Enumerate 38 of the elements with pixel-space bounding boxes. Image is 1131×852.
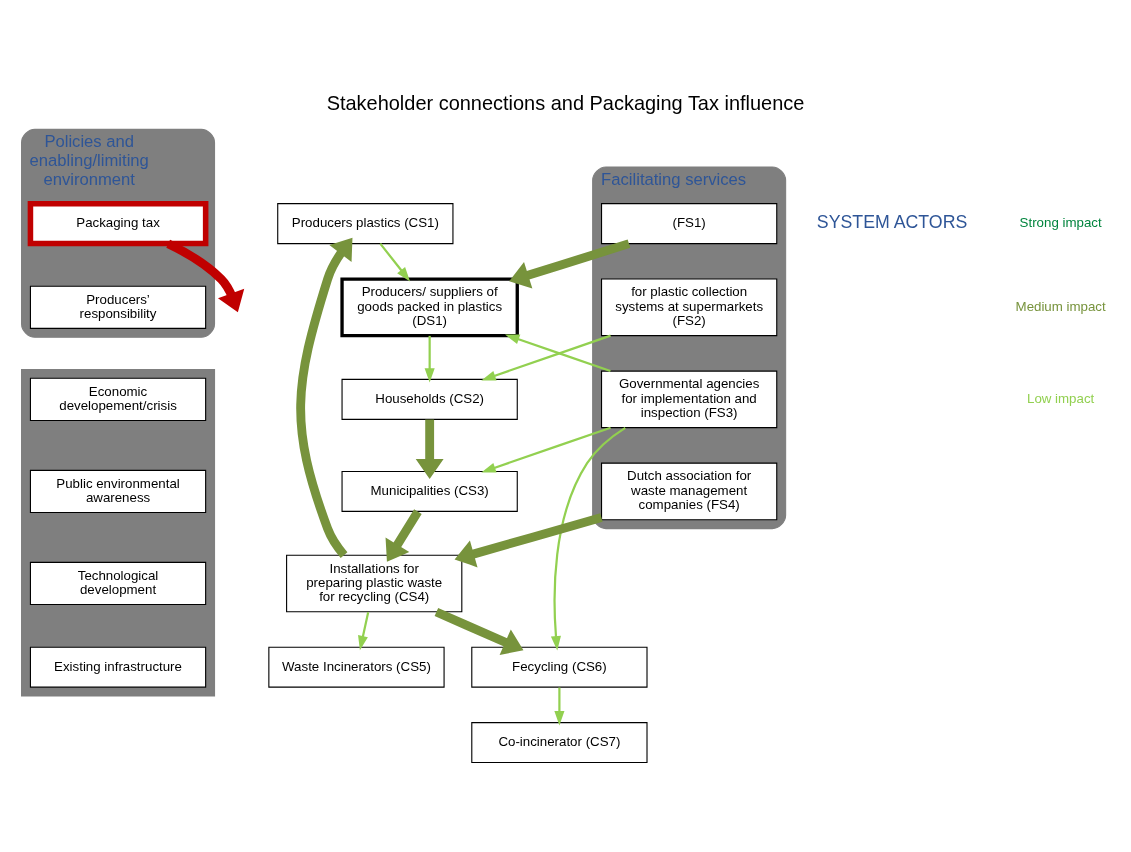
node-box: Governmental agencies for implementation and inspection (FS3) (601, 370, 778, 429)
legend-label: Medium impact (1015, 298, 1106, 314)
node-box: Fecycling (CS6) (471, 646, 648, 688)
node-box: (FS1) (601, 203, 778, 245)
legend-label: Low impact (1027, 390, 1095, 406)
arrow (415, 419, 444, 480)
node-box: Producers plastics (CS1) (277, 203, 454, 245)
arrow (296, 237, 353, 558)
node-box: Packaging tax (27, 200, 209, 247)
node-box: Existing infrastructure (29, 646, 207, 688)
arrow (434, 607, 524, 655)
arrow (379, 242, 411, 282)
arrow (481, 426, 611, 473)
node-box: Waste Incinerators (CS5) (268, 646, 445, 688)
node-box: Households (CS2) (341, 378, 518, 420)
arrow (550, 426, 626, 651)
arrow (424, 335, 435, 383)
arrow (481, 334, 611, 381)
legend-label: Strong impact (1019, 215, 1102, 231)
arrow (385, 509, 422, 562)
node-box: Economic developement/crisis (29, 377, 207, 421)
arrow (509, 239, 631, 289)
cluster (21, 368, 216, 697)
node-box: Producers/ suppliers of goods packed in plastics (DS1) (340, 277, 519, 338)
arrow (505, 334, 611, 373)
node-box: Public environmental awareness (29, 469, 207, 514)
arrow (554, 687, 565, 726)
diagram-title: Stakeholder connections and Packaging Tax influence (326, 91, 805, 114)
node-box: Co-incinerator (CS7) (471, 722, 648, 764)
label: SYSTEM ACTORS (816, 211, 968, 232)
arrow (358, 611, 370, 651)
node-box: Producers’ responsibility (29, 285, 207, 329)
node-box: Technological development (29, 561, 207, 606)
arrow (454, 513, 603, 568)
node-box: Dutch association for waste management companies (FS4) (601, 462, 778, 521)
node-box: Municipalities (CS3) (341, 470, 518, 512)
node-box: for plastic collection systems at supermarkets (FS2) (601, 278, 778, 337)
node-box: Installations for preparing plastic waste for recycling (CS4) (286, 554, 463, 613)
